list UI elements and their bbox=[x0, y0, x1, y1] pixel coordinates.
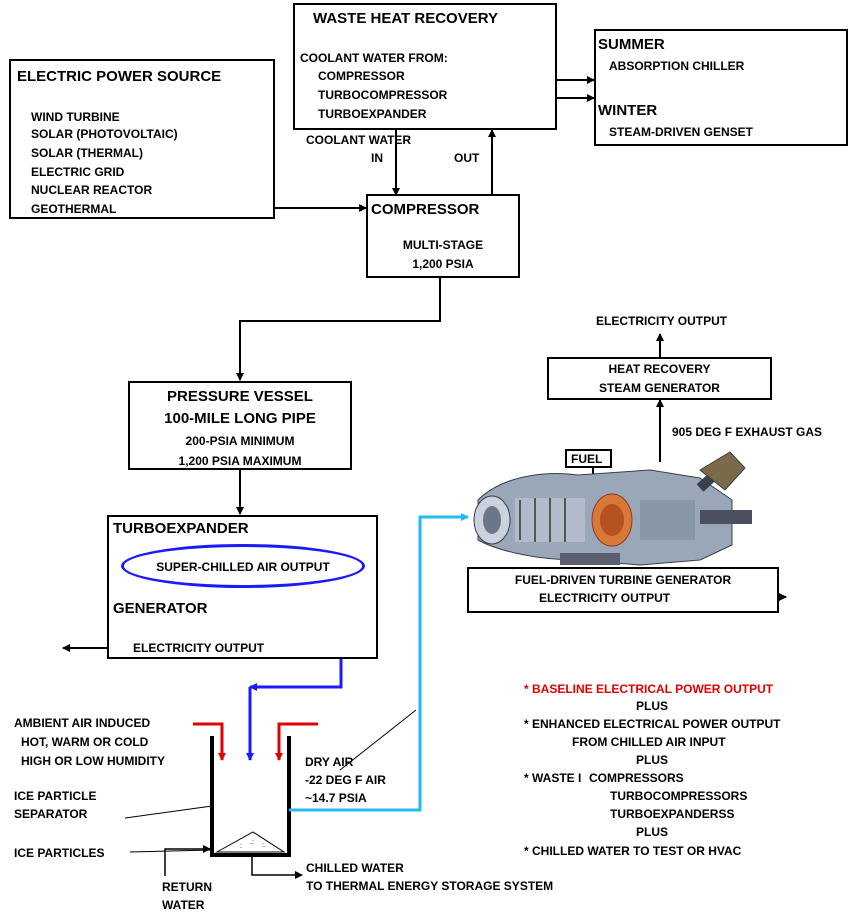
enhanced-output-2: FROM CHILLED AIR INPUT bbox=[572, 735, 726, 749]
ambient-air-right-arrow bbox=[275, 722, 318, 761]
waste-heat-recovery-box bbox=[293, 3, 557, 130]
dry-air-pressure: ~14.7 PSIA bbox=[305, 791, 367, 805]
source-item: ELECTRIC GRID bbox=[31, 165, 125, 179]
enhanced-output: * ENHANCED ELECTRICAL POWER OUTPUT bbox=[524, 717, 781, 731]
baseline-output: * BASELINE ELECTRICAL POWER OUTPUT bbox=[524, 682, 774, 696]
dry-air-label: DRY AIR bbox=[305, 755, 354, 769]
ambient-air-line3: HIGH OR LOW HUMIDITY bbox=[21, 754, 165, 768]
source-item: WIND TURBINE bbox=[31, 110, 120, 124]
waste-heat-item: COMPRESSOR bbox=[318, 69, 405, 83]
coolant-in-label: IN bbox=[371, 151, 383, 165]
electric-power-source-title: ELECTRIC POWER SOURCE bbox=[17, 68, 222, 85]
source-item: SOLAR (PHOTOVOLTAIC) bbox=[31, 127, 178, 141]
source-item: GEOTHERMAL bbox=[31, 202, 117, 216]
waste-heat-item: TURBOCOMPRESSOR bbox=[318, 88, 448, 102]
turbine-generator-box bbox=[467, 567, 779, 613]
source-item: SOLAR (THERMAL) bbox=[31, 146, 143, 160]
ice-separator-label-2: SEPARATOR bbox=[14, 807, 88, 821]
pressure-vessel-line3: 1,200 PSIA MAXIMUM bbox=[178, 454, 302, 468]
pressure-vessel-box bbox=[128, 381, 352, 470]
source-item: NUCLEAR REACTOR bbox=[31, 183, 153, 197]
coolant-water-label: COOLANT WATER bbox=[306, 133, 412, 147]
summer-item: ABSORPTION CHILLER bbox=[609, 59, 745, 73]
fuel-label: FUEL bbox=[571, 452, 603, 466]
svg-text:.:: .: bbox=[250, 839, 254, 846]
turboexpander-title: TURBOEXPANDER bbox=[113, 520, 249, 537]
ice-pile bbox=[215, 831, 286, 853]
ice-separator-label: ICE PARTICLE bbox=[14, 789, 97, 803]
plus-3: PLUS bbox=[636, 825, 669, 839]
chilled-water-label-2: TO THERMAL ENERGY STORAGE SYSTEM bbox=[306, 879, 554, 893]
hrsg-line1: HEAT RECOVERY bbox=[608, 362, 711, 376]
turbine-generator-line1: FUEL-DRIVEN TURBINE GENERATOR bbox=[514, 573, 732, 587]
plus-1: PLUS bbox=[636, 699, 669, 713]
turbine-generator-line2: ELECTRICITY OUTPUT bbox=[539, 591, 671, 605]
summer-label: SUMMER bbox=[598, 36, 665, 53]
pressure-vessel-line2: 200-PSIA MINIMUM bbox=[185, 434, 295, 448]
electric-power-source-box bbox=[9, 59, 275, 219]
chilled-water-output: * CHILLED WATER TO TEST OR HVAC bbox=[524, 844, 742, 858]
super-chilled-air-ellipse bbox=[121, 544, 365, 588]
dry-air-line bbox=[289, 513, 469, 812]
ambient-air-label: AMBIENT AIR INDUCED bbox=[14, 716, 151, 730]
pressure-vessel-title: PRESSURE VESSEL bbox=[167, 388, 313, 405]
compressor-line1: MULTI-STAGE bbox=[402, 238, 484, 252]
chilled-water-label: CHILLED WATER bbox=[306, 861, 404, 875]
svg-text::.: :. bbox=[262, 842, 266, 849]
return-water-label-2: WATER bbox=[162, 898, 205, 912]
super-chilled-air-label: SUPER-CHILLED AIR OUTPUT bbox=[156, 560, 330, 574]
plus-2: PLUS bbox=[636, 753, 669, 767]
ice-particles-label: ICE PARTICLES bbox=[14, 846, 105, 860]
ambient-air-line2: HOT, WARM OR COLD bbox=[21, 735, 149, 749]
compressor-title: COMPRESSOR bbox=[371, 201, 480, 218]
compressor-box bbox=[366, 194, 520, 278]
svg-text::: : bbox=[240, 843, 242, 850]
fuel-box bbox=[565, 449, 612, 468]
winter-item: STEAM-DRIVEN GENSET bbox=[609, 125, 754, 139]
waste-heat-title: WASTE HEAT RECOVERY bbox=[313, 10, 499, 27]
gas-turbine-illustration bbox=[473, 451, 752, 566]
waste-heat-output: * WASTE I bbox=[524, 771, 582, 785]
coolant-out-label: OUT bbox=[454, 151, 480, 165]
ice-separator-tank bbox=[210, 736, 291, 857]
waste-item-turboexpanders: TURBOEXPANDERSS bbox=[610, 807, 735, 821]
return-water-label: RETURN bbox=[162, 880, 212, 894]
waste-item-turbocompressors: TURBOCOMPRESSORS bbox=[610, 789, 748, 803]
chilled-water-arrow bbox=[251, 855, 303, 879]
ice-separator-leader bbox=[124, 805, 213, 819]
winter-label: WINTER bbox=[598, 102, 658, 119]
pressure-vessel-line1: 100-MILE LONG PIPE bbox=[164, 410, 316, 427]
exhaust-gas-label: 905 DEG F EXHAUST GAS bbox=[672, 425, 823, 439]
waste-heat-subtitle: COOLANT WATER FROM: bbox=[300, 51, 448, 65]
compressor-line2: 1,200 PSIA bbox=[412, 257, 474, 271]
dry-air-leader bbox=[339, 709, 417, 771]
return-water-arrow bbox=[164, 845, 211, 876]
hrsg-box bbox=[547, 357, 772, 400]
ambient-air-left-arrow bbox=[193, 722, 226, 761]
compressor-to-vessel-arrow bbox=[236, 278, 441, 381]
waste-item-compressors: COMPRESSORS bbox=[589, 771, 684, 785]
generator-label: GENERATOR bbox=[113, 600, 208, 617]
ice-particles-leader bbox=[129, 849, 213, 853]
dry-air-temp: -22 DEG F AIR bbox=[305, 773, 386, 787]
hrsg-line2: STEAM GENERATOR bbox=[599, 381, 720, 395]
waste-heat-item: TURBOEXPANDER bbox=[318, 107, 427, 121]
seasonal-output-box bbox=[594, 29, 848, 146]
top-electricity-output: ELECTRICITY OUTPUT bbox=[596, 314, 728, 328]
turboexpander-electricity-output: ELECTRICITY OUTPUT bbox=[133, 641, 265, 655]
